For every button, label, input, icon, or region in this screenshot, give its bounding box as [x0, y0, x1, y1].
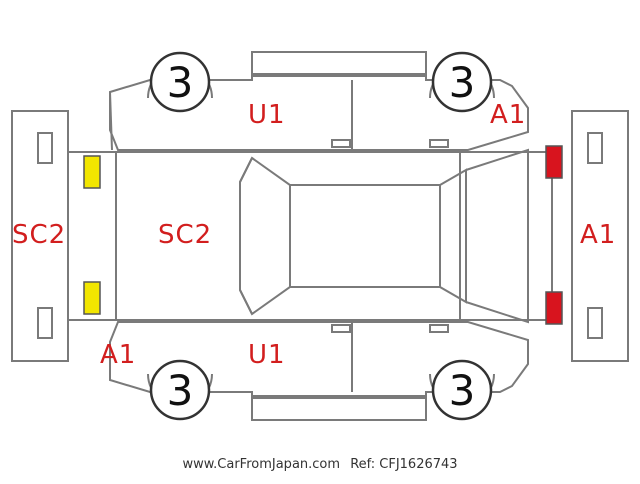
top-side-body	[109, 75, 529, 151]
label-trunk: SC2	[158, 220, 213, 250]
wheel-front-bottom-grade: 3	[449, 366, 476, 415]
top-view-body	[67, 151, 553, 321]
rear-light-top	[83, 155, 101, 189]
label-front-right-fender: A1	[490, 100, 527, 130]
front-bumper-slot-bottom	[587, 307, 603, 339]
wheel-front-top-grade: 3	[449, 58, 476, 107]
rear-window	[239, 156, 291, 316]
label-bottom-door: U1	[248, 340, 286, 370]
wheel-rear-top	[149, 51, 211, 113]
label-top-door: U1	[248, 100, 286, 130]
bottom-side-body	[109, 321, 529, 397]
top-side-strip	[251, 51, 427, 75]
front-bumper-slot-top	[587, 132, 603, 164]
wheel-rear-bottom	[149, 359, 211, 421]
front-light-top	[545, 145, 563, 179]
rear-bumper-slot-bottom	[37, 307, 53, 339]
rear-bumper-slot-top	[37, 132, 53, 164]
bottom-side-strip	[251, 397, 427, 421]
label-rear-left-corner: A1	[100, 340, 137, 370]
roof	[289, 184, 441, 288]
front-bumper-panel	[571, 110, 629, 362]
footer: www.CarFromJapan.com Ref: CFJ1626743	[0, 457, 640, 472]
wheel-rear-top-grade: 3	[167, 58, 194, 107]
label-rear-bumper: SC2	[12, 220, 67, 250]
windshield	[439, 168, 467, 304]
wheel-front-bottom	[431, 359, 493, 421]
wheel-rear-bottom-grade: 3	[167, 366, 194, 415]
rear-light-bottom	[83, 281, 101, 315]
front-light-bottom	[545, 291, 563, 325]
footer-site: www.CarFromJapan.com	[182, 457, 341, 472]
wheel-front-top	[431, 51, 493, 113]
label-front-bumper: A1	[580, 220, 617, 250]
footer-ref: Ref: CFJ1626743	[350, 457, 458, 472]
